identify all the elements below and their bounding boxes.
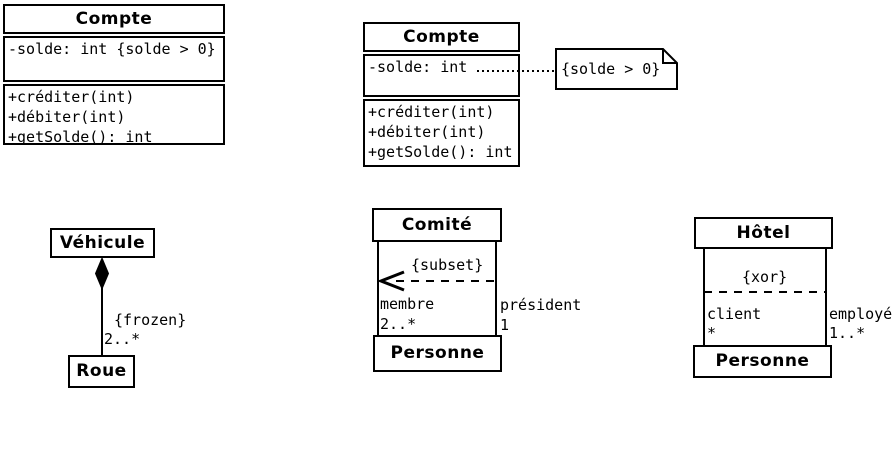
composition-diamond-icon — [94, 256, 110, 291]
attribute-line: -solde: int — [368, 58, 468, 76]
method-line: +débiter(int) — [368, 123, 486, 141]
client-role-label: client — [707, 305, 762, 323]
frozen-constraint-label: {frozen} — [114, 311, 187, 329]
class-personne-hotel: Personne — [693, 345, 832, 378]
employe-multiplicity-label: 1..* — [829, 324, 866, 342]
method-line: +créditer(int) — [8, 88, 135, 106]
employe-role-label: employé — [829, 305, 893, 323]
class-compte-left-methods: +créditer(int) +débiter(int) +getSolde()… — [3, 84, 225, 146]
president-multiplicity-label: 1 — [500, 316, 510, 334]
class-vehicule: Véhicule — [50, 228, 155, 258]
subset-constraint-label: {subset} — [411, 256, 484, 274]
class-personne-comite: Personne — [373, 335, 502, 372]
class-roue: Roue — [68, 355, 135, 388]
class-compte-left-title: Compte — [3, 4, 225, 34]
membre-role-label: membre — [380, 295, 435, 313]
attribute-line: -solde: int {solde > 0} — [8, 40, 216, 58]
class-hotel: Hôtel — [694, 217, 833, 249]
method-line: +getSolde(): int — [8, 128, 153, 146]
method-line: +getSolde(): int — [368, 143, 513, 161]
class-compte-left-attributes: -solde: int {solde > 0} — [3, 36, 225, 82]
class-compte-note-methods: +créditer(int) +débiter(int) +getSolde()… — [363, 99, 520, 167]
roue-multiplicity-label: 2..* — [104, 330, 141, 348]
note-constraint-text: {solde > 0} — [561, 60, 661, 78]
president-role-label: président — [500, 296, 582, 314]
xor-constraint-label: {xor} — [742, 268, 788, 286]
subset-arrowhead-icon — [376, 270, 405, 292]
class-compte-note-title: Compte — [363, 22, 520, 52]
method-line: +créditer(int) — [368, 103, 495, 121]
method-line: +débiter(int) — [8, 108, 126, 126]
client-multiplicity-label: * — [707, 324, 717, 342]
membre-multiplicity-label: 2..* — [380, 315, 417, 333]
class-compte-note-attributes: -solde: int — [363, 54, 520, 97]
class-comite: Comité — [372, 208, 502, 242]
note-fold-icon — [662, 49, 677, 64]
